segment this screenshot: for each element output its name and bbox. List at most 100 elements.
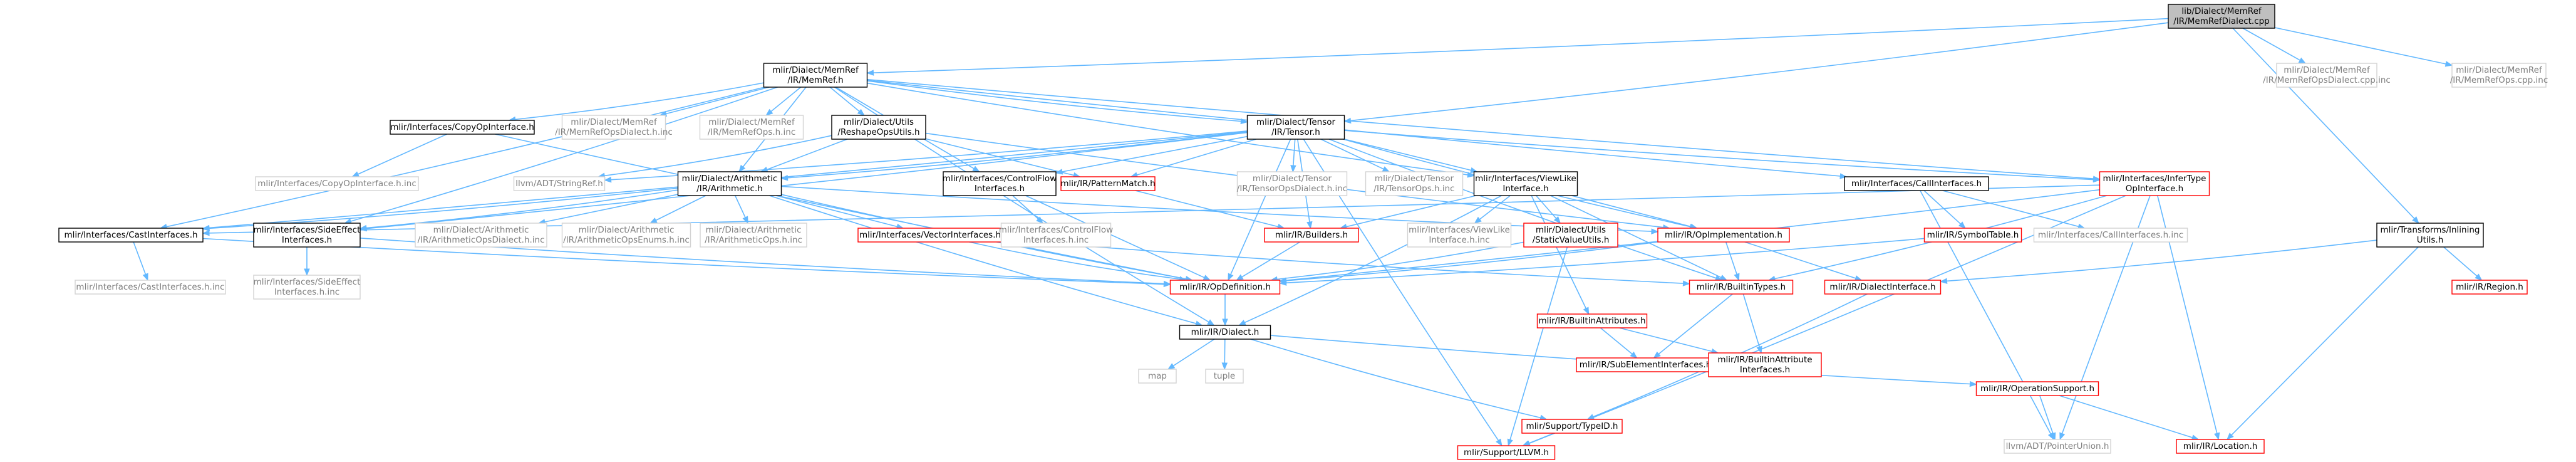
arrowhead-builtinattr_h-to-subelem_h xyxy=(1630,351,1638,359)
node-label-arith_enums_inc-1: /IR/ArithmeticOpsEnums.h.inc xyxy=(563,235,690,245)
node-opsupport_h[interactable]: mlir/IR/OperationSupport.h xyxy=(1975,381,2099,396)
node-label-arith_ops_inc-0: mlir/Dialect/Arithmetic xyxy=(706,225,802,235)
node-box-patternmatch_h xyxy=(1060,176,1156,191)
node-symboltable_h[interactable]: mlir/IR/SymbolTable.h xyxy=(1923,228,2022,243)
node-box-map xyxy=(1138,369,1177,384)
node-region_h[interactable]: mlir/IR/Region.h xyxy=(2451,280,2528,295)
node-staticvalue_h[interactable]: mlir/Dialect/Utils/StaticValueUtils.h xyxy=(1523,223,1618,248)
node-label-inlining_h-1: Utils.h xyxy=(2417,235,2444,245)
node-label-memref_h-1: /IR/MemRef.h xyxy=(787,75,843,85)
node-typeid_h[interactable]: mlir/Support/TypeID.h xyxy=(1521,419,1623,434)
edge-tensor_h-to-sideeffect_h xyxy=(366,132,1248,229)
node-box-copyop_inc xyxy=(255,176,419,191)
node-label-dialect_h-0: mlir/IR/Dialect.h xyxy=(1191,327,1260,337)
node-builtintypes_h[interactable]: mlir/IR/BuiltinTypes.h xyxy=(1689,280,1794,295)
node-llvm_h[interactable]: mlir/Support/LLVM.h xyxy=(1457,445,1556,460)
node-builders_h[interactable]: mlir/IR/Builders.h xyxy=(1264,228,1359,243)
node-label-arith_enums_inc-0: mlir/Dialect/Arithmetic xyxy=(579,225,675,235)
node-tensor_h[interactable]: mlir/Dialect/Tensor/IR/Tensor.h xyxy=(1246,115,1345,140)
edge-copyop_h-to-opdef_h xyxy=(495,134,1186,280)
node-label-location_h-0: mlir/IR/Location.h xyxy=(2183,441,2258,451)
edge-infertype_h-to-location_h xyxy=(2157,195,2218,434)
node-reshape_h[interactable]: mlir/Dialect/Utils/ReshapeOpsUtils.h xyxy=(831,115,926,140)
edge-viewlike_h-to-builders_h xyxy=(1346,195,1476,228)
arrowhead-tensor_h-to-opdef_h xyxy=(1228,273,1234,281)
node-box-reshape_h xyxy=(831,115,926,140)
node-label-memref_ops_inc-0: mlir/Dialect/MemRef xyxy=(2456,65,2543,75)
arrowhead-memref_h-to-callintf_h xyxy=(1839,173,1848,179)
node-label-controlflow_h-1: Interfaces.h xyxy=(975,184,1025,194)
edge-inlining_h-to-region_h xyxy=(2443,246,2478,277)
edge-opimpl_h-to-opdef_h xyxy=(1286,241,1658,281)
node-callintf_h[interactable]: mlir/Interfaces/CallInterfaces.h xyxy=(1844,176,1989,191)
node-box-memref_ops_inc xyxy=(2451,63,2547,88)
arrowhead-memref_h-to-arith_h xyxy=(738,164,746,173)
node-memref_h[interactable]: mlir/Dialect/MemRef/IR/MemRef.h xyxy=(763,63,868,88)
arrowhead-memref_h-to-memrefops_h_inc xyxy=(765,108,773,116)
node-location_h[interactable]: mlir/IR/Location.h xyxy=(2176,439,2265,454)
node-copyop_h[interactable]: mlir/Interfaces/CopyOpInterface.h xyxy=(390,120,535,135)
node-label-castintf_inc-0: mlir/Interfaces/CastInterfaces.h.inc xyxy=(76,282,224,292)
edge-opsupport_h-to-pointerunion xyxy=(2039,395,2054,434)
edge-tensor_h-to-infertype_h xyxy=(1344,130,2094,181)
node-copyop_inc: mlir/Interfaces/CopyOpInterface.h.inc xyxy=(255,176,419,191)
node-box-stringref xyxy=(513,176,606,191)
node-memref_dialect_inc: mlir/Dialect/MemRef/IR/MemRefOpsDialect.… xyxy=(2263,63,2391,88)
node-builtinattr_h[interactable]: mlir/IR/BuiltinAttributes.h xyxy=(1536,313,1648,328)
edge-viewlike_h-to-opimpl_h xyxy=(1571,195,1692,228)
node-label-opdef_h-0: mlir/IR/OpDefinition.h xyxy=(1179,282,1271,292)
node-box-controlflow_inc xyxy=(1000,223,1112,248)
node-dialectintf_h[interactable]: mlir/IR/DialectInterface.h xyxy=(1824,280,1942,295)
node-label-tensor_dialect_inc-1: /IR/TensorOpsDialect.h.inc xyxy=(1237,184,1347,194)
node-label-opsupport_h-0: mlir/IR/OperationSupport.h xyxy=(1980,384,2094,394)
node-label-builders_h-0: mlir/IR/Builders.h xyxy=(1275,230,1348,240)
arrowhead-root-to-inlining_h xyxy=(2412,216,2419,224)
edge-dialect_h-to-tuple xyxy=(1224,339,1226,364)
node-label-builtinattr_h-0: mlir/IR/BuiltinAttributes.h xyxy=(1538,316,1645,326)
node-vectorintf_h[interactable]: mlir/Interfaces/VectorInterfaces.h xyxy=(857,228,1003,243)
node-box-pointerunion xyxy=(2004,439,2111,454)
node-dialect_h[interactable]: mlir/IR/Dialect.h xyxy=(1179,325,1271,340)
node-label-viewlike_h-1: Interface.h xyxy=(1503,184,1548,194)
arrowhead-arith_h-to-arith_ops_inc xyxy=(742,216,748,224)
arrowhead-tensor_h-to-arith_h xyxy=(780,175,789,181)
edge-viewlike_h-to-builtinattr_h xyxy=(1531,195,1587,309)
edge-memref_h-to-infertype_h xyxy=(867,78,2094,179)
node-opdef_h[interactable]: mlir/IR/OpDefinition.h xyxy=(1169,280,1281,295)
node-arith_h[interactable]: mlir/Dialect/Arithmetic/IR/Arithmetic.h xyxy=(677,171,782,196)
edge-infertype_h-to-pointerunion xyxy=(2061,195,2151,434)
edge-viewlike_h-to-viewlike_inc xyxy=(1479,195,1511,220)
arrowhead-tensor_h-to-builders_h xyxy=(1306,221,1313,229)
node-box-location_h xyxy=(2176,439,2265,454)
node-root[interactable]: lib/Dialect/MemRef/IR/MemRefDialect.cpp xyxy=(2168,4,2275,29)
node-map: map xyxy=(1138,369,1177,384)
arrowhead-infertype_h-to-location_h xyxy=(2214,432,2220,441)
node-label-tensor_h-0: mlir/Dialect/Tensor xyxy=(1256,117,1336,127)
node-label-callintf_h-0: mlir/Interfaces/CallInterfaces.h xyxy=(1851,179,1982,189)
node-castintf_h[interactable]: mlir/Interfaces/CastInterfaces.h xyxy=(58,228,204,243)
node-box-inlining_h xyxy=(2376,223,2484,248)
node-patternmatch_h[interactable]: mlir/IR/PatternMatch.h xyxy=(1060,176,1156,191)
node-box-copyop_h xyxy=(390,120,535,135)
node-subelem_h[interactable]: mlir/IR/SubElementInterfaces.h xyxy=(1576,357,1715,372)
edge-reshape_h-to-arith_h xyxy=(767,139,848,171)
edge-root-to-memref_h xyxy=(873,18,2169,73)
node-box-castintf_h xyxy=(58,228,204,243)
edge-tensor_h-to-viewlike_h xyxy=(1344,139,1471,171)
node-label-copyop_inc-0: mlir/Interfaces/CopyOpInterface.h.inc xyxy=(257,179,416,189)
node-controlflow_inc: mlir/Interfaces/ControlFlowInterfaces.h.… xyxy=(999,223,1113,248)
node-label-viewlike_h-0: mlir/Interfaces/ViewLike xyxy=(1475,174,1576,184)
node-opimpl_h[interactable]: mlir/IR/OpImplementation.h xyxy=(1657,228,1790,243)
node-label-arith_dialect_inc-1: /IR/ArithmeticOpsDialect.h.inc xyxy=(417,235,544,245)
arrowhead-viewlike_h-to-staticvalue_h xyxy=(1553,216,1561,224)
node-label-tensor_ops_inc-1: /IR/TensorOps.h.inc xyxy=(1373,184,1454,194)
edge-dialect_h-to-typeid_h xyxy=(1250,339,1541,419)
arrowhead-builtintypes_h-to-subelem_h xyxy=(1653,351,1661,359)
